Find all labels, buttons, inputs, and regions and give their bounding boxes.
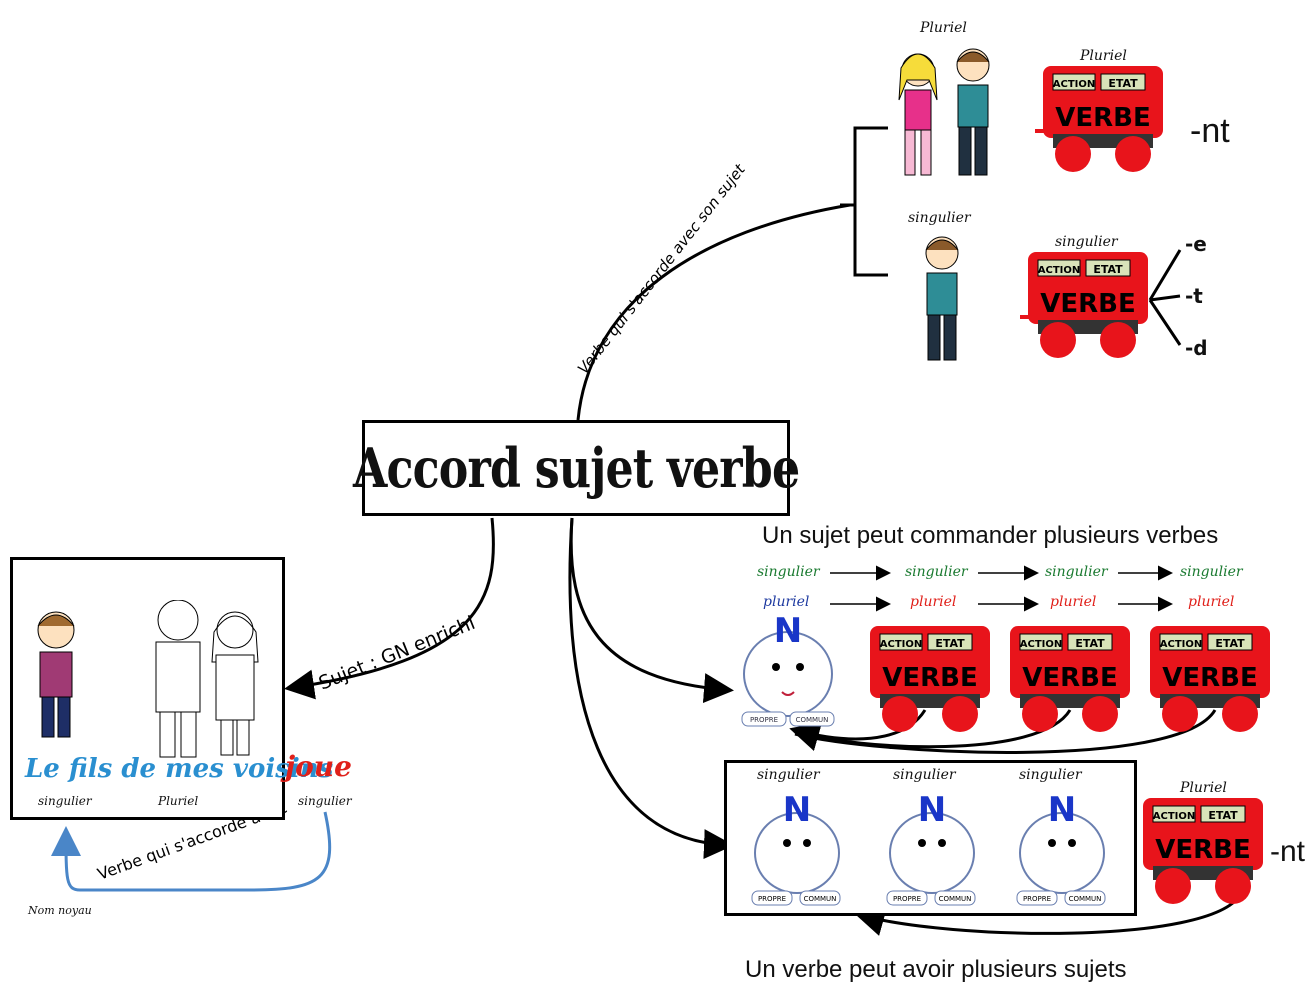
svg-text:PROPRE: PROPRE <box>1023 895 1051 903</box>
singular-label-wagon: singulier <box>1055 234 1118 250</box>
multi-subjects-box: singulier singulier singulier N PROPRE C… <box>724 760 1137 916</box>
branch-label-verb: Verbe qui s'accorde avec son sujet <box>574 160 750 378</box>
svg-text:ETAT: ETAT <box>1093 263 1123 276</box>
branch-to-multi-subjects <box>568 517 734 860</box>
caption-multi-subjects: Un verbe peut avoir plusieurs sujets <box>745 956 1127 983</box>
svg-text:ACTION: ACTION <box>1020 639 1063 650</box>
ms-label-2: singulier <box>1019 767 1082 783</box>
svg-text:ACTION: ACTION <box>1160 639 1203 650</box>
svg-text:VERBE: VERBE <box>882 663 977 693</box>
example-box <box>10 557 285 820</box>
girl-figure <box>893 40 1003 184</box>
svg-text:COMMUN: COMMUN <box>804 895 837 903</box>
svg-text:PROPRE: PROPRE <box>758 895 786 903</box>
svg-text:N: N <box>918 790 946 830</box>
noun-characters-row: N PROPRE COMMUN N PROPRE COMMUN N PROPRE… <box>751 790 1106 906</box>
svg-text:PROPRE: PROPRE <box>750 716 778 724</box>
blue-arrow <box>51 811 332 892</box>
wagon-multi-subjects: ACTION ETAT VERBE <box>1135 798 1270 910</box>
caption-multi-verbs: Un sujet peut commander plusieurs verbes <box>762 522 1219 549</box>
example-sentence: Le fils de mes voisins <box>25 754 333 784</box>
svg-text:COMMUN: COMMUN <box>939 895 972 903</box>
wagon-mv-2: ACTION ETAT VERBE <box>1002 626 1137 738</box>
wagon-mv-3: ACTION ETAT VERBE <box>1142 626 1277 738</box>
mv-row2-1: pluriel <box>910 594 957 610</box>
plural-label-kids: Pluriel <box>920 20 967 36</box>
svg-text:N: N <box>774 612 802 651</box>
noun-character: N PROPRE COMMUN <box>728 611 848 738</box>
example-tag-verb-singulier: singulier <box>298 794 352 808</box>
wagon-action-text: ACTION <box>1053 79 1096 90</box>
wagon-mv-1: ACTION ETAT VERBE <box>862 626 997 738</box>
example-word-voisins: de mes voisins <box>121 754 334 784</box>
title-box: Accord sujet verbe <box>353 420 800 516</box>
example-tag-pluriel: Pluriel <box>158 794 199 808</box>
mv-row2-2: pluriel <box>1050 594 1097 610</box>
svg-text:ACTION: ACTION <box>1038 265 1081 276</box>
svg-text:ETAT: ETAT <box>1208 809 1238 822</box>
wagon-verbe-text: VERBE <box>1055 103 1150 133</box>
wagon-etat-text: ETAT <box>1108 77 1138 90</box>
bracket <box>840 126 888 277</box>
ms-label-0: singulier <box>757 767 820 783</box>
svg-text:VERBE: VERBE <box>1022 663 1117 693</box>
noun-char-1: N PROPRE COMMUN <box>751 790 841 906</box>
svg-text:VERBE: VERBE <box>1040 289 1135 319</box>
svg-text:N: N <box>1048 790 1076 830</box>
svg-text:PROPRE: PROPRE <box>893 895 921 903</box>
svg-text:COMMUN: COMMUN <box>1069 895 1102 903</box>
page-title: Accord sujet verbe <box>352 436 800 500</box>
wagon-top-singular: ACTION ETAT VERBE <box>970 252 1155 364</box>
svg-text:ETAT: ETAT <box>1215 637 1245 650</box>
branch-label-subject: Sujet : GN enrichi <box>316 612 479 695</box>
branch-to-subject <box>284 517 495 700</box>
ms-label-1: singulier <box>893 767 956 783</box>
singular-label-kid: singulier <box>908 210 971 226</box>
example-verb: joue <box>285 750 352 783</box>
mv-row2-3: pluriel <box>1188 594 1235 610</box>
nom-noyau-label: Nom noyau <box>28 904 92 917</box>
wagon-top-plural: ACTION ETAT VERBE <box>1005 66 1170 178</box>
singular-suffix-lines <box>1148 249 1182 346</box>
svg-text:ETAT: ETAT <box>1075 637 1105 650</box>
boy-figure <box>912 228 972 367</box>
mv-row1-0: singulier <box>757 564 820 580</box>
suffix-nt-top: -nt <box>1190 112 1230 150</box>
family-figure <box>37 600 259 758</box>
mv-row2-0: pluriel <box>763 594 810 610</box>
svg-text:VERBE: VERBE <box>1155 835 1250 865</box>
svg-text:ACTION: ACTION <box>880 639 923 650</box>
svg-text:ETAT: ETAT <box>935 637 965 650</box>
plural-label-wagon: Pluriel <box>1080 48 1127 64</box>
label-arrows <box>830 565 1173 612</box>
example-tag-singulier: singulier <box>38 794 92 808</box>
svg-text:COMMUN: COMMUN <box>796 716 829 724</box>
mv-row1-2: singulier <box>1045 564 1108 580</box>
noun-char-3: N PROPRE COMMUN <box>1016 790 1106 906</box>
mv-row1-3: singulier <box>1180 564 1243 580</box>
suffix-d: -d <box>1185 336 1208 360</box>
noun-char-2: N PROPRE COMMUN <box>886 790 976 906</box>
suffix-e: -e <box>1185 232 1207 256</box>
svg-text:VERBE: VERBE <box>1162 663 1257 693</box>
ms-wagon-label: Pluriel <box>1180 780 1227 796</box>
svg-text:N: N <box>783 790 811 830</box>
example-word-fils: Le fils <box>25 754 113 784</box>
suffix-t: -t <box>1185 284 1203 308</box>
mv-row1-1: singulier <box>905 564 968 580</box>
branch-to-multi-verbs <box>569 517 734 704</box>
suffix-nt-bottom: -nt <box>1270 835 1306 868</box>
svg-text:ACTION: ACTION <box>1153 811 1196 822</box>
branch-to-verb <box>576 203 851 421</box>
